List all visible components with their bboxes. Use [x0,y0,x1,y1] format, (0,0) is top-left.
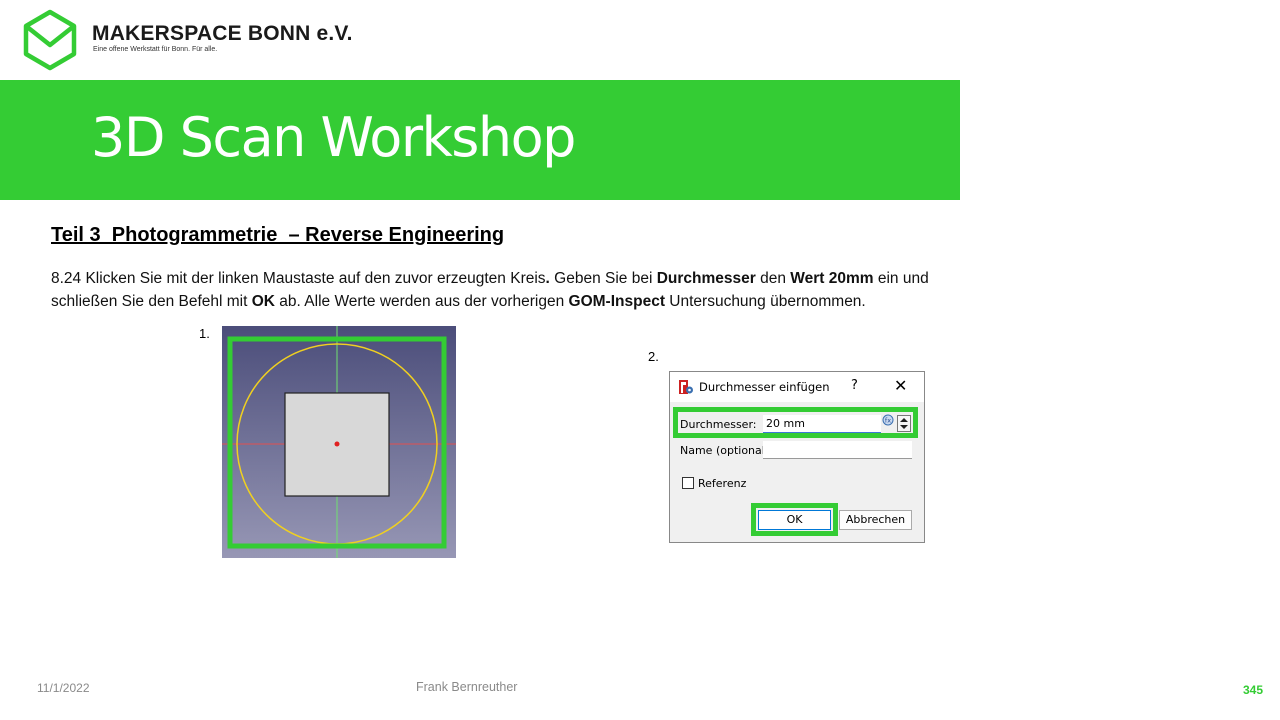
instruction-part: den [755,270,791,287]
footer-author: Frank Bernreuther [416,680,518,694]
reference-label: Referenz [698,477,747,490]
cad-sketch-screenshot [222,326,456,558]
cancel-button[interactable]: Abbrechen [839,510,912,530]
instruction-part: Geben Sie bei [549,270,657,287]
section-heading: Teil 3 Photogrammetrie – Reverse Enginee… [51,224,505,246]
instruction-part: . [545,270,550,287]
diameter-label: Durchmesser: [680,418,757,431]
footer-date: 11/1/2022 [37,681,90,695]
org-name: MAKERSPACE BONN e.V. [92,22,353,45]
title-bar: 3D Scan Workshop [0,80,960,200]
diameter-input[interactable]: 20 mm [763,415,881,433]
ok-button[interactable]: OK [758,510,831,530]
makerspace-logo-icon [23,9,77,71]
origin-point [334,441,340,447]
svg-text:fx: fx [885,417,891,425]
diameter-highlight [673,407,918,438]
instruction-part: ab. Alle Werte werden aus der vorherigen [275,292,569,310]
instruction-bold: Wert 20mm [790,270,874,287]
freecad-app-icon [679,380,693,394]
instruction-bold: Durchmesser [656,270,756,287]
org-tagline: Eine offene Werkstatt für Bonn. Für alle… [93,46,218,53]
step-2-label: 2. [648,349,659,364]
spin-arrows-icon[interactable] [897,415,911,432]
diameter-dialog: Durchmesser einfügen ? ✕ Durchmesser: 20… [669,371,925,543]
step-1-label: 1. [199,326,210,341]
dialog-titlebar: Durchmesser einfügen ? ✕ [670,372,924,402]
reference-checkbox[interactable] [682,477,694,489]
name-input[interactable] [763,441,912,459]
expression-icon[interactable]: fx [882,414,894,426]
instruction-part: ein und schließen Sie den Befehl mit [51,270,929,310]
name-label: Name (optional) [680,444,770,457]
page-number: 345 [1243,683,1264,697]
highlight-frame [227,336,447,549]
instruction-part: Untersuchung übernommen. [664,292,866,310]
slide-title: 3D Scan Workshop [91,106,576,169]
instruction-bold: GOM-Inspect [568,292,665,310]
ok-highlight [751,503,838,536]
instruction-text: 8.24 Klicken Sie mit der linken Maustast… [51,268,966,313]
dialog-title: Durchmesser einfügen [699,380,830,394]
close-button[interactable]: ✕ [894,376,908,395]
help-button[interactable]: ? [851,378,858,393]
instruction-bold: OK [251,292,275,310]
instruction-part: 8.24 Klicken Sie mit der linken Maustast… [51,270,546,287]
